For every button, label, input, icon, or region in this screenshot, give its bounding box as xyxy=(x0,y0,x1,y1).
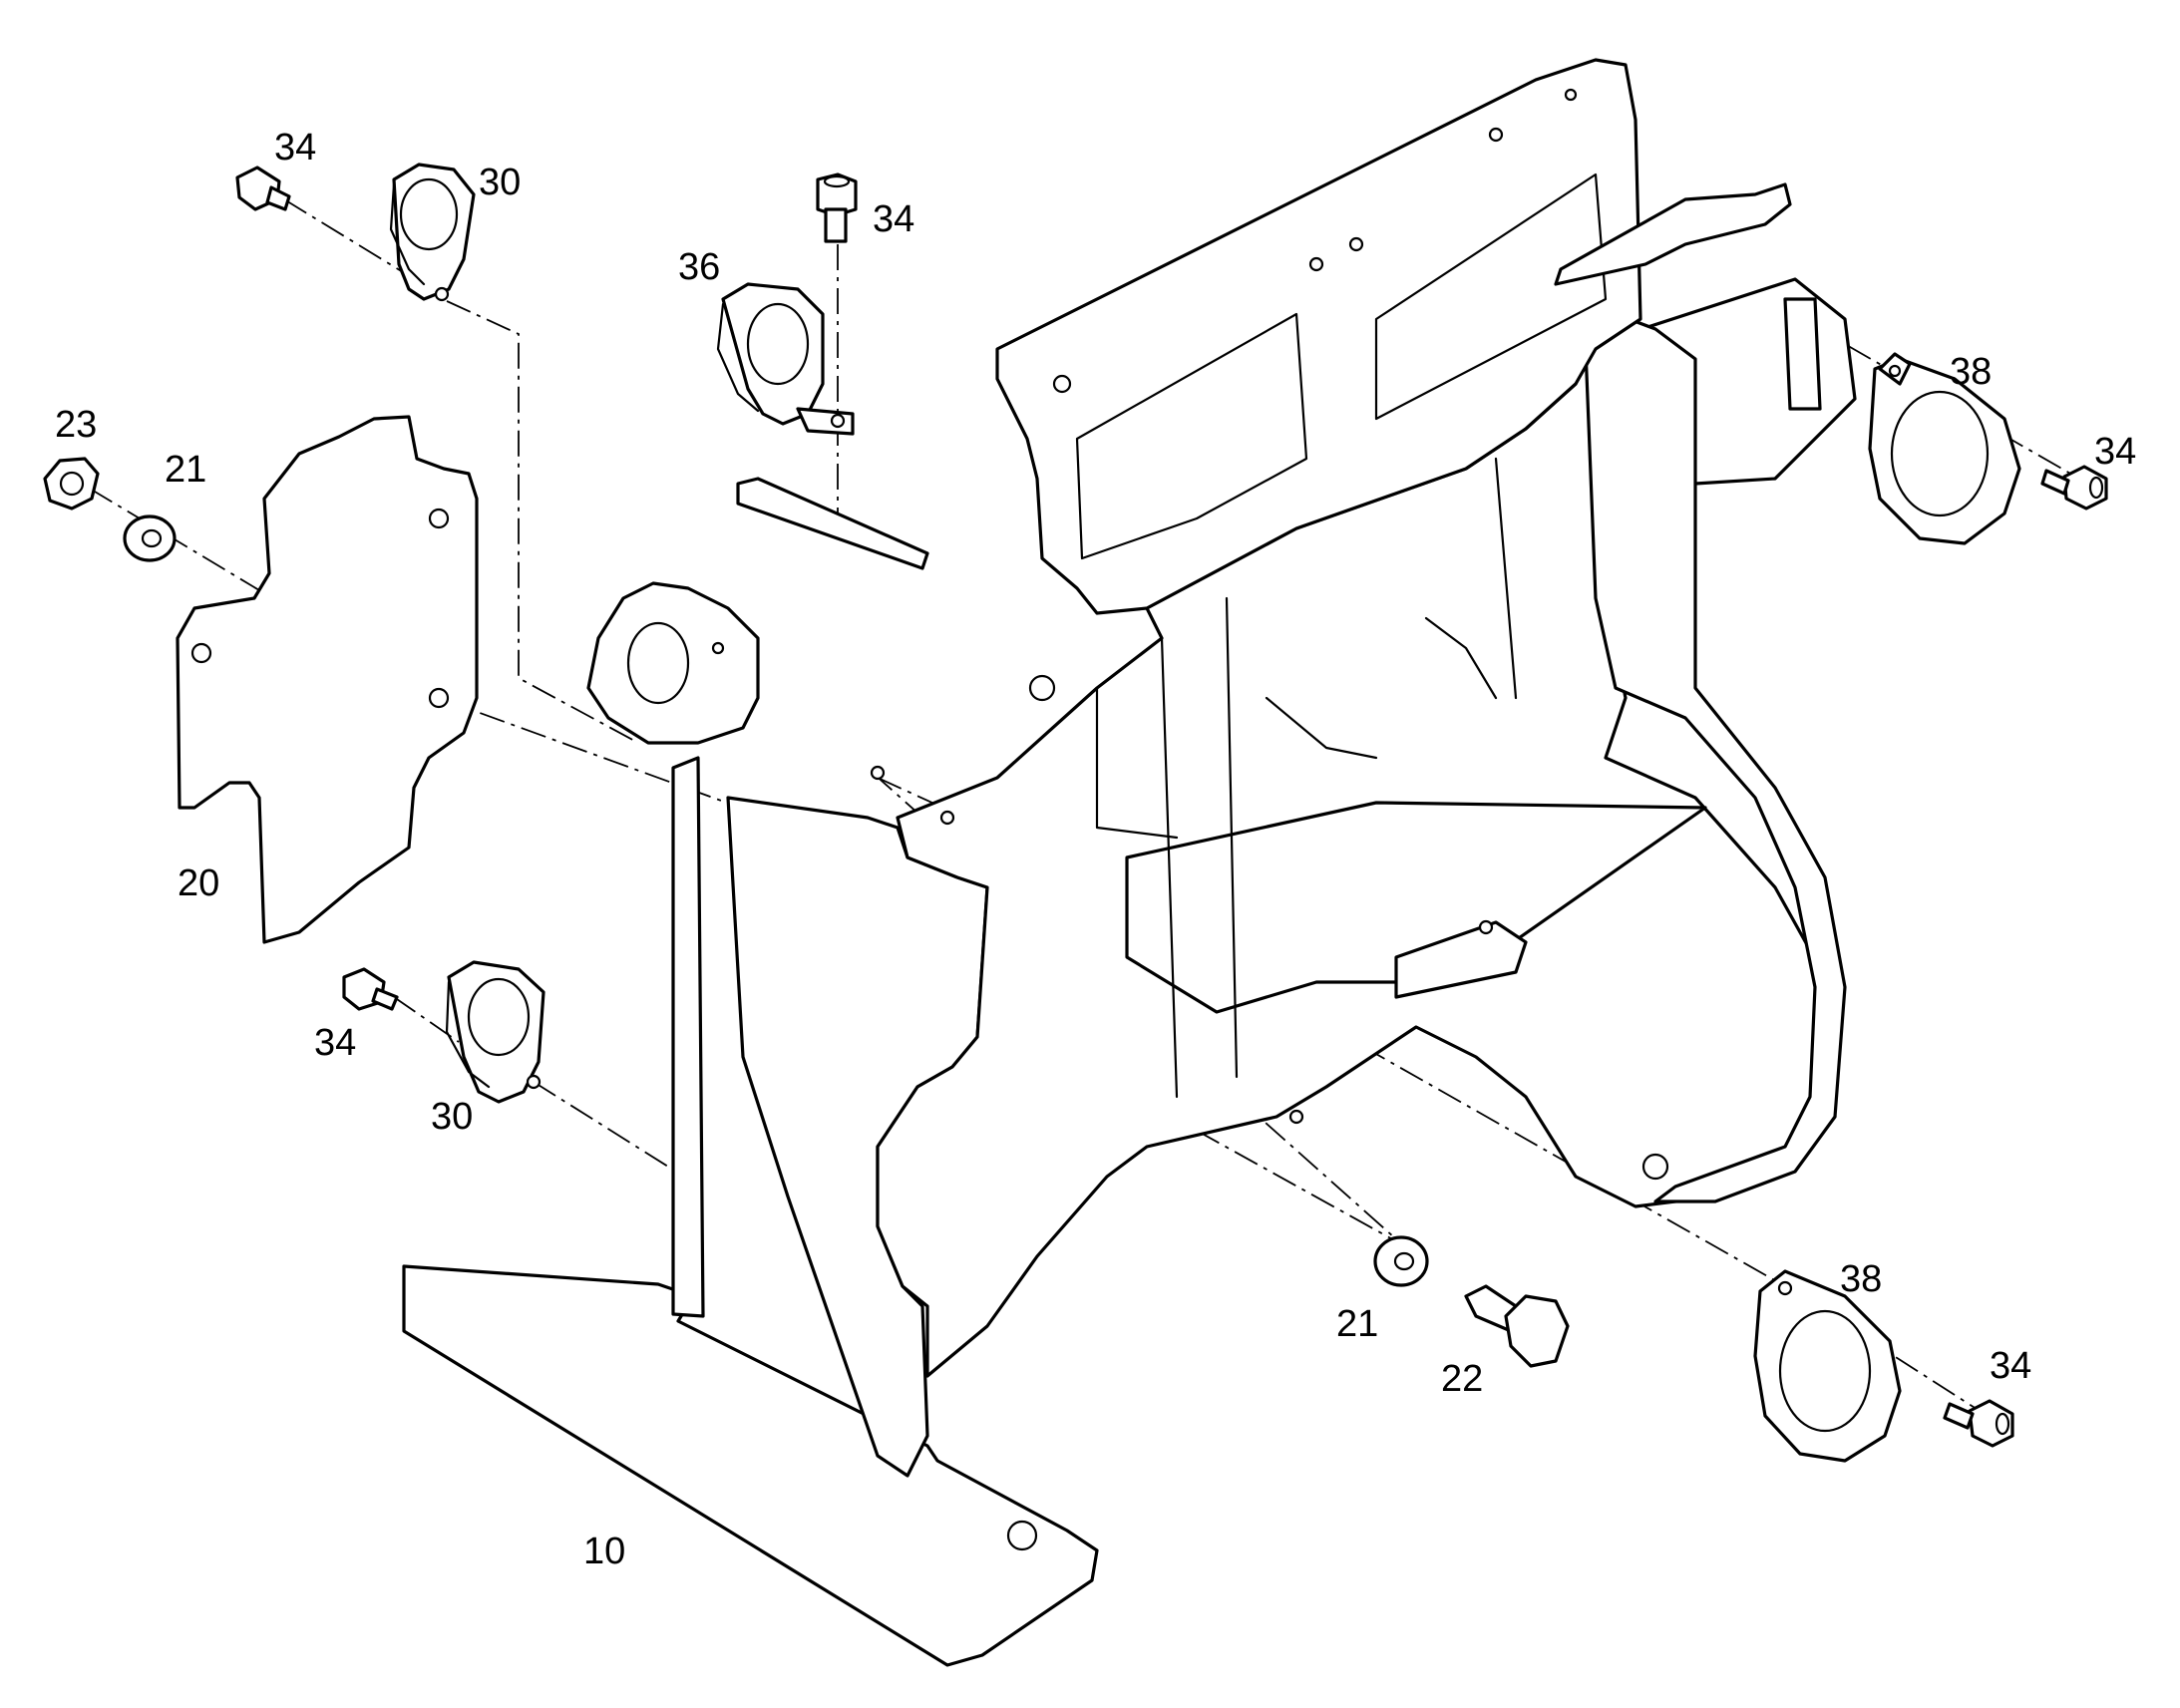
callout-34-right-top: 34 xyxy=(2094,431,2136,473)
leader-clamp-38-bottom-screw xyxy=(1784,1285,1981,1412)
main-frame-bracket xyxy=(402,58,1857,1667)
callout-34-top-left: 34 xyxy=(274,127,316,169)
cap-screw-34-top-left xyxy=(235,166,291,211)
p-clamp-38-bottom xyxy=(1753,1269,1902,1463)
frame-top-right-arm xyxy=(1554,182,1792,286)
callout-30-bottom: 30 xyxy=(431,1096,473,1138)
callout-34-top-center: 34 xyxy=(873,198,914,240)
hex-nut-23 xyxy=(43,457,100,511)
callout-30-top: 30 xyxy=(479,162,521,203)
ear-bore-hole xyxy=(626,621,690,705)
callout-38-bottom: 38 xyxy=(1840,1258,1882,1300)
p-clamp-38-top xyxy=(1868,352,2021,545)
p-clamp-30-top xyxy=(389,163,476,302)
cap-screw-34-left-bottom xyxy=(342,967,399,1011)
p-clamp-36 xyxy=(716,282,855,436)
callout-labels: 34 30 34 36 23 21 20 38 34 34 30 21 22 3… xyxy=(55,127,2136,1572)
hex-bolt-22 xyxy=(1464,1284,1570,1368)
frame-foot-plate xyxy=(402,1264,1099,1667)
callout-23: 23 xyxy=(55,404,97,446)
callout-38-top: 38 xyxy=(1950,351,1992,393)
callout-21-left: 21 xyxy=(165,449,206,491)
cap-screw-34-right-bottom xyxy=(1943,1399,2014,1448)
callout-34-left-bottom: 34 xyxy=(314,1022,356,1064)
callout-21-bottom: 21 xyxy=(1336,1303,1378,1345)
callout-36: 36 xyxy=(678,246,720,288)
callout-34-right-bottom: 34 xyxy=(1990,1345,2031,1387)
cover-plate-outline xyxy=(176,415,479,944)
frame-right-side-plate xyxy=(1584,312,1847,1203)
callout-10: 10 xyxy=(583,1531,625,1572)
bolt-head xyxy=(1504,1294,1570,1368)
cover-plate-hole-left xyxy=(190,642,212,664)
frame-top-mounting-plate xyxy=(995,58,1642,615)
washer-21-left xyxy=(123,514,177,562)
cover-plate-hole-top xyxy=(428,508,450,529)
washer-21-bottom xyxy=(1373,1235,1429,1287)
callout-22: 22 xyxy=(1441,1358,1483,1400)
p-clamp-30-bottom xyxy=(445,960,545,1104)
cover-plate-hole-mid xyxy=(428,687,450,709)
callout-20: 20 xyxy=(178,862,219,904)
frame-inner-shelf xyxy=(1125,801,1707,1014)
leader-cover-plate-20 xyxy=(438,697,879,858)
frame-riser-plate xyxy=(671,756,705,1318)
cap-screw-34-top-center xyxy=(816,172,858,243)
leader-clamp-30-bottom xyxy=(533,1081,669,1168)
top-plate-window xyxy=(1075,312,1308,560)
frame-left-support-bar xyxy=(736,477,929,570)
cap-screw-34-right-top xyxy=(2040,465,2108,511)
leader-clamp-30-top xyxy=(446,300,639,744)
frame-right-top-tab xyxy=(1783,297,1822,411)
cover-plate-20 xyxy=(176,415,479,944)
